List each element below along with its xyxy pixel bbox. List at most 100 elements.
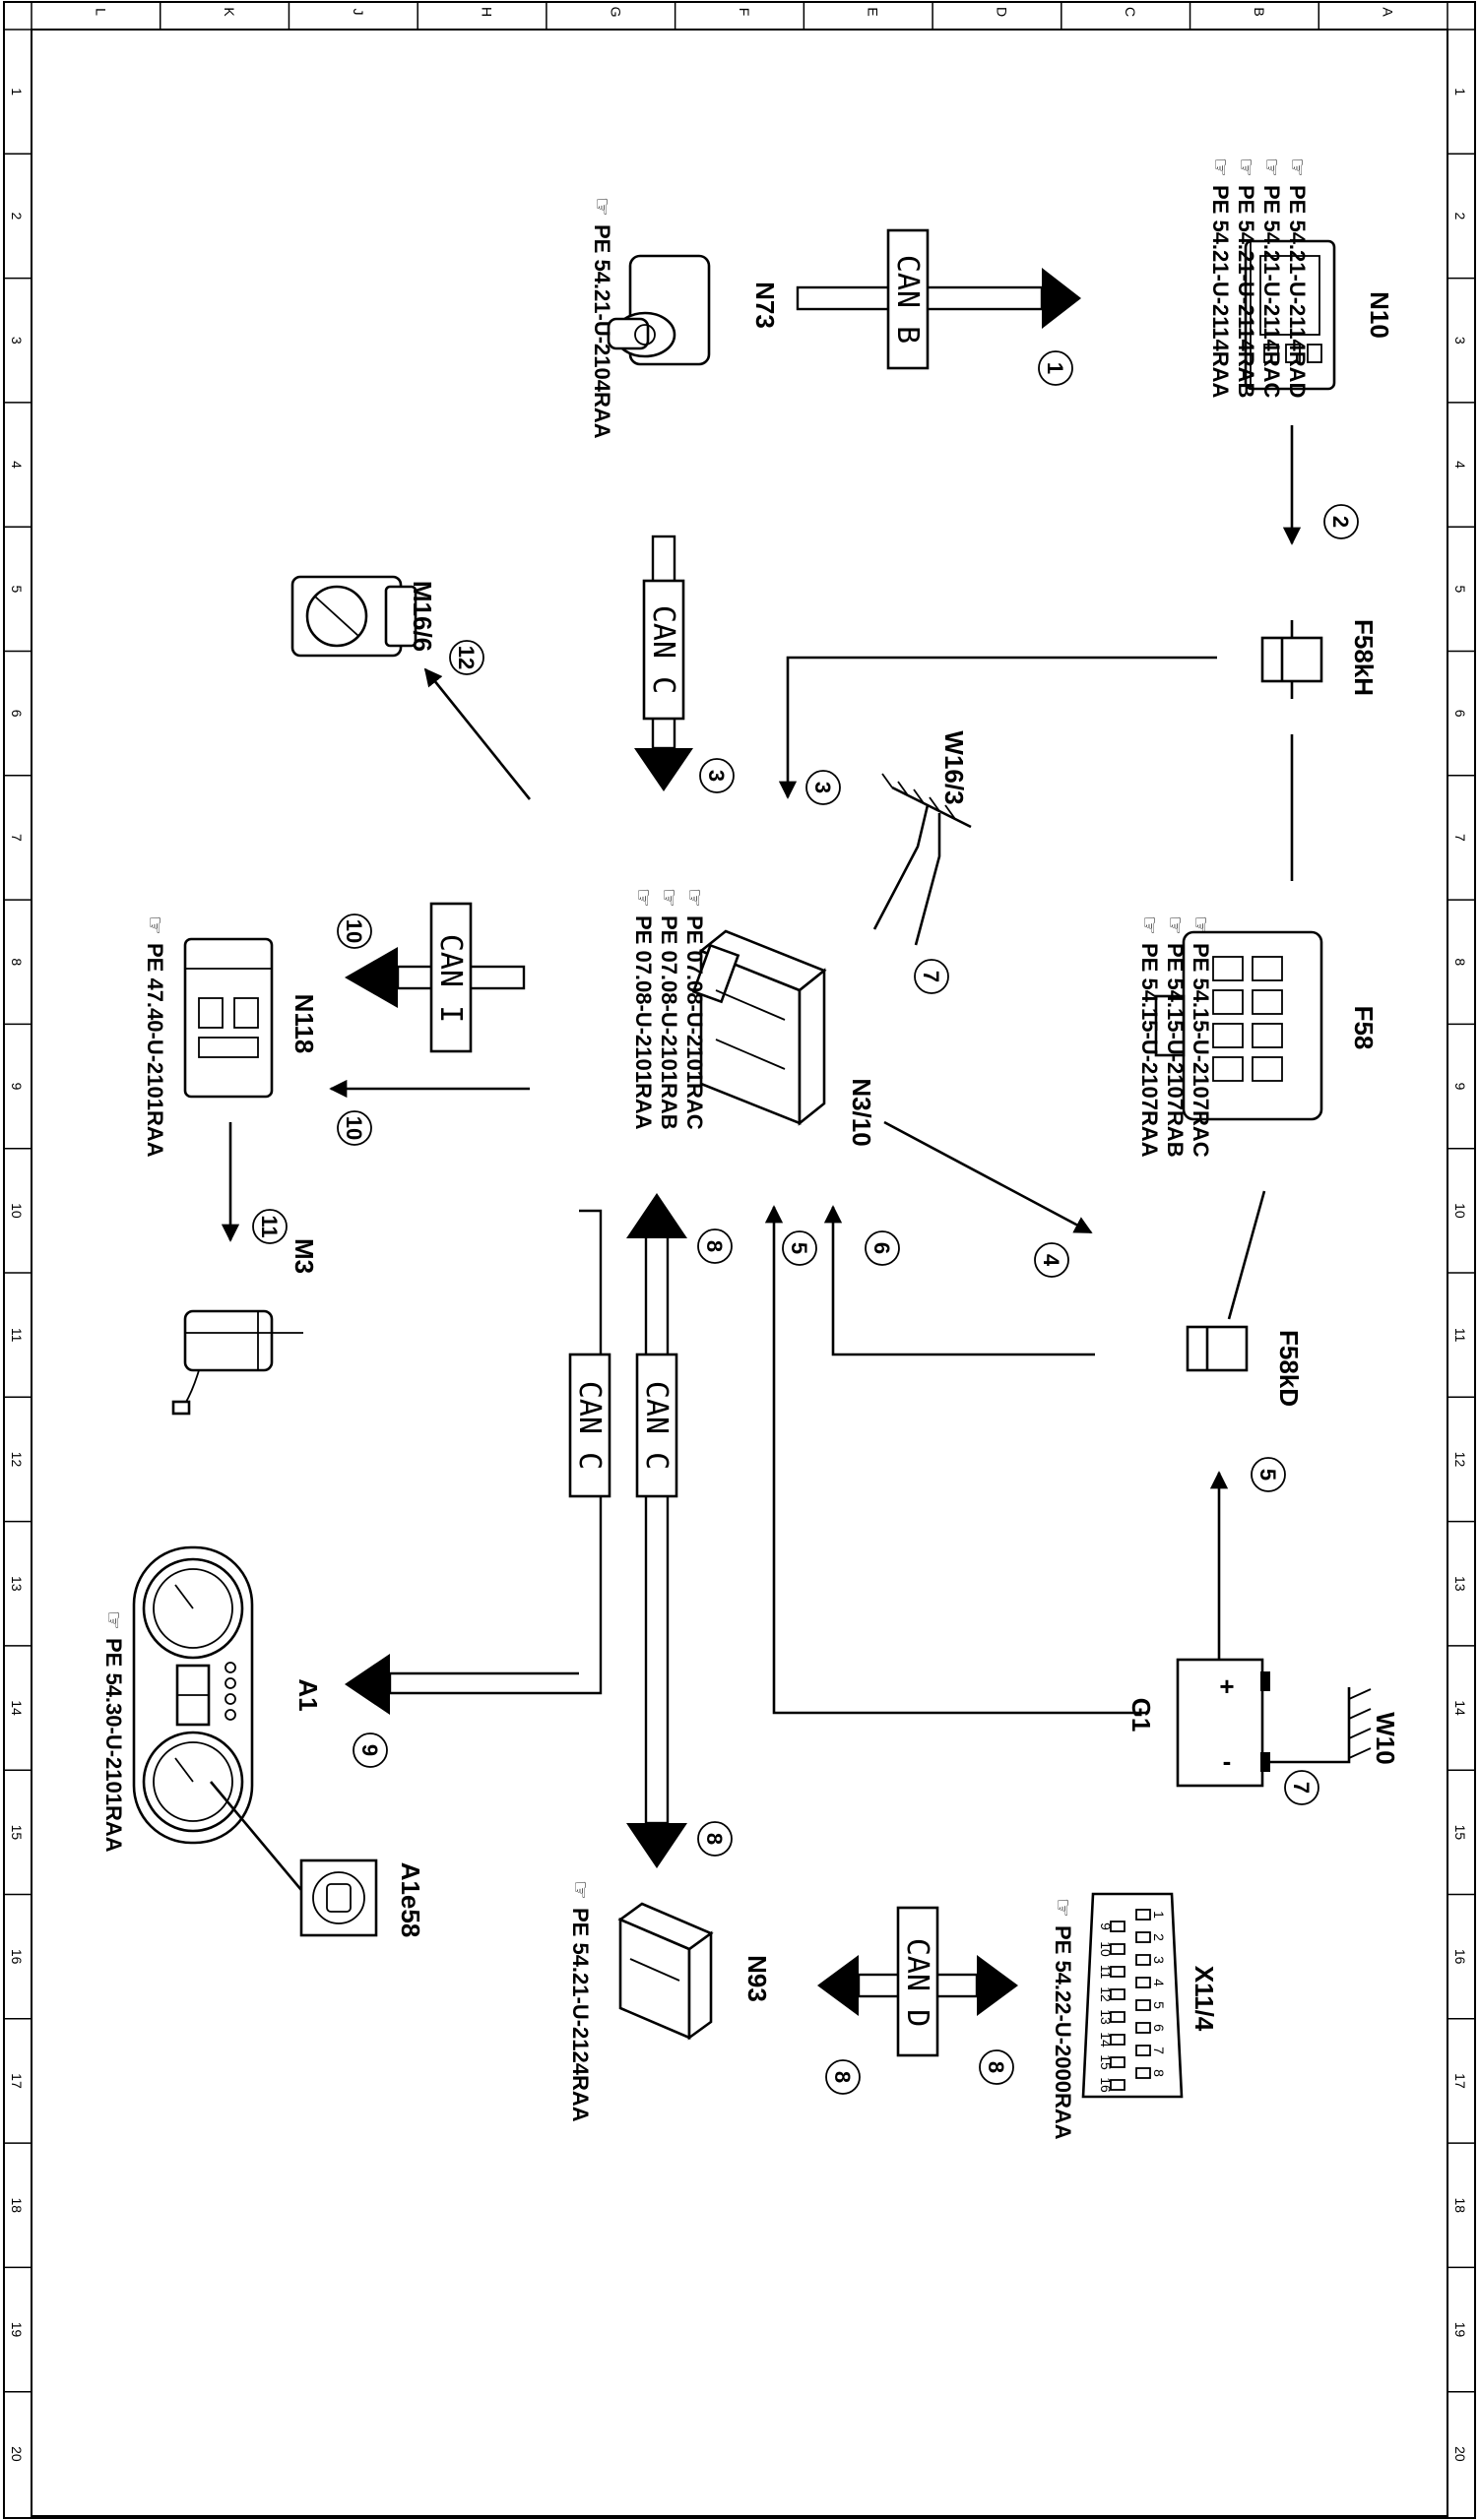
- svg-text:1: 1: [1043, 362, 1067, 374]
- f58kh-label: F58kH: [1349, 619, 1379, 696]
- x11-4-pin-6: [1135, 2022, 1151, 2034]
- signal-marker-7b: 7: [1284, 1770, 1319, 1805]
- can-c-top-bus: CAN C: [634, 535, 693, 791]
- svg-text:7: 7: [919, 971, 943, 982]
- grid-number-left-18: 18: [9, 2197, 25, 2213]
- x11-4-pin-7: [1135, 2045, 1151, 2056]
- f58-fuse-box-icon: [1154, 930, 1323, 1121]
- book-icon: ☞: [1137, 915, 1162, 935]
- svg-text:3: 3: [704, 770, 729, 782]
- a1-ref-1: PE 54.30-U-2101RAA: [101, 1638, 126, 1853]
- svg-text:3: 3: [810, 782, 835, 793]
- x11-4-pin-label-11: 11: [1098, 1965, 1114, 1980]
- signal-marker-10b: 10: [337, 1110, 372, 1146]
- grid-number-left-19: 19: [9, 2322, 25, 2338]
- w16-3-label: W16/3: [939, 730, 969, 804]
- grid-number-left-17: 17: [9, 2073, 25, 2089]
- book-icon: ☞: [1234, 158, 1258, 177]
- can-i-bus: CAN I: [345, 902, 526, 1053]
- x11-4-pin-label-16: 16: [1098, 2077, 1114, 2093]
- x11-4-pin-12: [1110, 1988, 1125, 2000]
- x11-4-pin-label-4: 4: [1151, 1979, 1167, 1986]
- a1e58-indicator-lamp: A1e58: [210, 1781, 425, 1938]
- n73-label: N73: [750, 282, 780, 329]
- signal-marker-7a: 7: [914, 959, 949, 994]
- g1-label: G1: [1126, 1698, 1156, 1732]
- grid-letter-g: G: [608, 7, 623, 18]
- book-icon: ☞: [1259, 158, 1284, 177]
- n3-10-to-m16-6-arrow: [423, 667, 532, 800]
- signal-marker-8d: 8: [979, 2049, 1014, 2085]
- n73-ref-1: PE 54.21-U-2104RAA: [590, 224, 614, 439]
- n3-10-label: N3/10: [847, 1078, 876, 1146]
- grid-letter-b: B: [1252, 7, 1267, 16]
- grid-number-right-4: 4: [1452, 461, 1468, 469]
- n118-fuel-pump-module-icon: [183, 937, 274, 1099]
- x11-4-pin-16: [1110, 2079, 1125, 2091]
- grid-number-right-17: 17: [1452, 2073, 1468, 2089]
- f58-ref-3: PE 54.15-U-2107RAC: [1189, 943, 1213, 1158]
- x11-4-pin-11: [1110, 1966, 1125, 1978]
- grid-number-right-18: 18: [1452, 2197, 1468, 2213]
- book-icon: ☞: [631, 888, 656, 908]
- grid-number-right-8: 8: [1452, 958, 1468, 966]
- n118-ref-1: PE 47.40-U-2101RAA: [143, 943, 167, 1158]
- n10-ref-3: PE 54.21-U-2114RAC: [1259, 185, 1284, 399]
- grid-number-left-15: 15: [9, 1825, 25, 1841]
- x11-4-pin-label-12: 12: [1098, 1986, 1114, 2002]
- n10-icon: [1244, 239, 1336, 391]
- grid-letter-j: J: [351, 9, 366, 16]
- f58kd-label: F58kD: [1274, 1330, 1304, 1407]
- x11-4-pin-8: [1135, 2067, 1151, 2079]
- svg-text:12: 12: [454, 646, 479, 669]
- grid-number-right-5: 5: [1452, 585, 1468, 593]
- m16-6-label: M16/6: [408, 581, 437, 652]
- w10-ground-point: W10: [1270, 1687, 1400, 1765]
- svg-text:8: 8: [830, 2071, 855, 2083]
- book-icon: ☞: [657, 888, 681, 908]
- can-i-label: CAN I: [433, 934, 468, 1023]
- grid-number-left-5: 5: [9, 585, 25, 593]
- signal-marker-3b: 3: [805, 770, 841, 805]
- x11-4-pin-3: [1135, 1954, 1151, 1966]
- grid-letter-c: C: [1123, 7, 1138, 17]
- grid-number-left-7: 7: [9, 834, 25, 842]
- n73-ignition-switch-icon: [607, 254, 711, 366]
- book-icon: ☞: [1163, 915, 1188, 935]
- a1e58-label: A1e58: [396, 1862, 425, 1938]
- svg-text:8: 8: [702, 1240, 727, 1252]
- x11-4-label: X11/4: [1190, 1966, 1219, 2032]
- grid-number-right-9: 9: [1452, 1083, 1468, 1091]
- n93-module-icon: [617, 1902, 714, 2041]
- grid-number-right-15: 15: [1452, 1825, 1468, 1841]
- a1-instrument-cluster-icon: [132, 1545, 254, 1845]
- n73-module: N73 ☞ PE 54.21-U-2104RAA: [590, 197, 780, 439]
- x11-4-pin-9: [1110, 1921, 1125, 1932]
- can-c-left-bus: CAN C: [345, 1209, 611, 1715]
- x11-4-pin-label-13: 13: [1098, 2009, 1114, 2025]
- grid-letter-d: D: [994, 7, 1009, 17]
- n93-ref-1: PE 54.21-U-2124RAA: [568, 1908, 593, 2122]
- can-c-left-label: CAN C: [572, 1381, 607, 1470]
- g1-to-n3-10-line: [764, 1205, 1146, 1715]
- x11-4-pin-13: [1110, 2011, 1125, 2023]
- g1-battery-icon: + - G1: [1126, 1658, 1270, 1788]
- svg-text:5: 5: [1255, 1469, 1280, 1480]
- grid-letter-k: K: [222, 7, 237, 17]
- can-d-bus: CAN D: [817, 1906, 1018, 2057]
- w10-label: W10: [1371, 1712, 1400, 1764]
- grid-number-left-12: 12: [9, 1452, 25, 1468]
- can-c-right-bus: CAN C: [626, 1193, 687, 1868]
- signal-marker-10a: 10: [337, 914, 372, 949]
- w16-3-ground-point: W16/3: [872, 730, 972, 946]
- drawing-frame: [3, 1, 1476, 2519]
- n3-10-engine-control-unit-icon: [691, 929, 827, 1126]
- book-icon: ☞: [682, 888, 707, 908]
- f58kh-to-n3-10-line: [778, 656, 1217, 799]
- grid-number-right-3: 3: [1452, 337, 1468, 345]
- n3-10-ref-1: PE 07.08-U-2101RAA: [631, 915, 656, 1130]
- svg-text:8: 8: [984, 2061, 1008, 2073]
